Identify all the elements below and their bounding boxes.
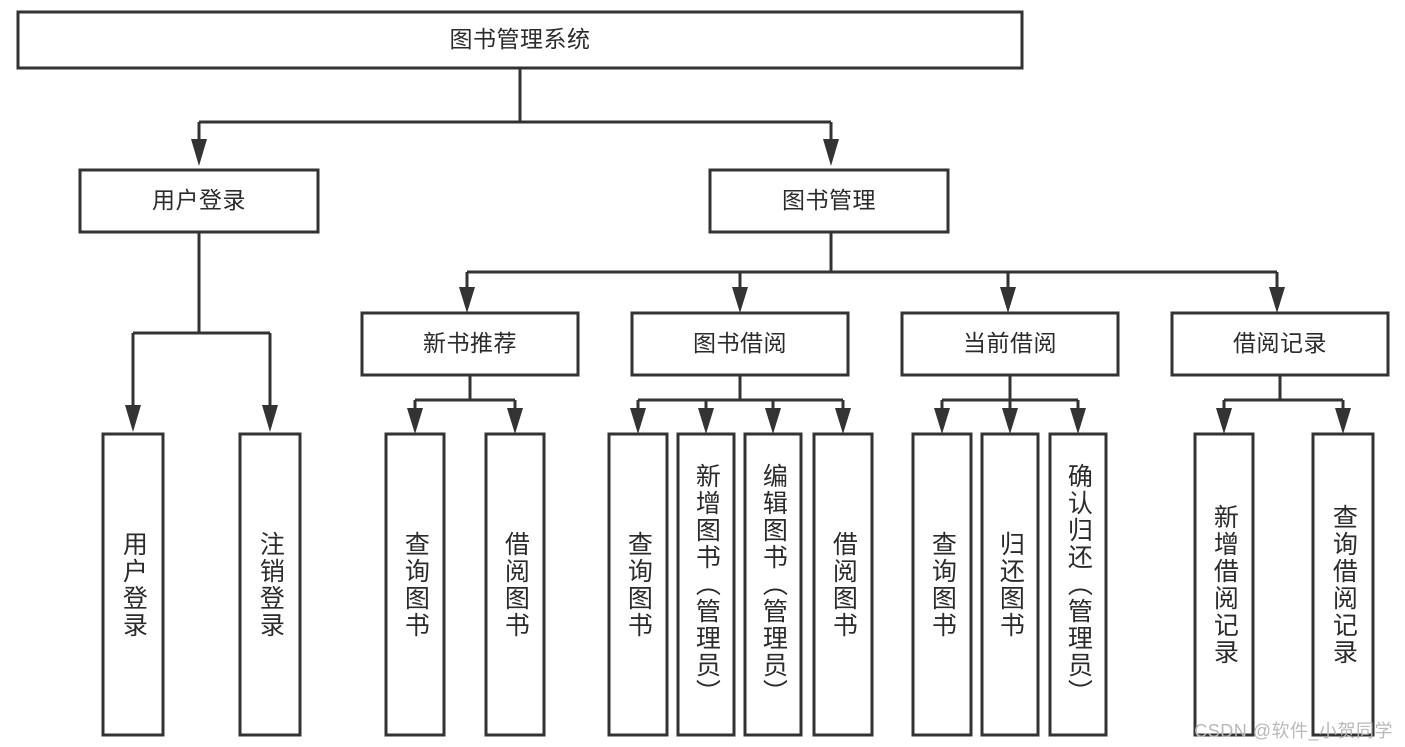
arrowhead-leaf-query-record: [1335, 408, 1351, 434]
node-box-book-borrow[interactable]: [630, 311, 850, 377]
arrowhead-leaf-return-book: [1002, 408, 1018, 434]
arrowhead-leaf-user-login: [125, 405, 141, 432]
node-box-leaf-query-book-1[interactable]: [384, 432, 446, 737]
node-box-current-borrow[interactable]: [900, 311, 1120, 377]
arrowhead-borrow-record: [1269, 287, 1285, 313]
arrowhead-leaf-add-book: [698, 408, 714, 434]
node-box-leaf-user-login[interactable]: [101, 432, 165, 737]
node-box-leaf-edit-book[interactable]: [743, 432, 803, 737]
arrowhead-leaf-logout: [262, 405, 278, 432]
edges-book-borrow-to-leaves: [630, 375, 851, 434]
edges-user-login-to-leaves: [125, 232, 278, 432]
edges-current-borrow-to-leaves: [934, 375, 1086, 434]
node-box-leaf-borrow-book-2[interactable]: [812, 432, 874, 737]
edges-borrow-record-to-leaves: [1216, 375, 1351, 434]
node-box-leaf-borrow-book-1[interactable]: [484, 432, 546, 737]
node-box-leaf-add-book[interactable]: [676, 432, 736, 737]
node-box-leaf-query-book-3[interactable]: [911, 432, 973, 737]
edges-root-to-level2: [191, 68, 839, 166]
arrowhead-new-book-recommend: [459, 287, 475, 313]
node-box-leaf-logout[interactable]: [238, 432, 302, 737]
edges-new-book-recommend-to-leaves: [407, 375, 523, 434]
node-box-new-book-recommend[interactable]: [360, 311, 580, 377]
arrowhead-leaf-confirm-return: [1070, 408, 1086, 434]
arrowhead-leaf-edit-book: [765, 408, 781, 434]
arrowhead-leaf-borrow-book-1: [507, 408, 523, 434]
node-box-root[interactable]: [16, 10, 1024, 70]
node-box-leaf-add-record[interactable]: [1193, 432, 1255, 737]
node-box-user-login[interactable]: [78, 168, 320, 234]
arrowhead-current-borrow: [1000, 287, 1016, 313]
arrowhead-leaf-add-record: [1216, 408, 1232, 434]
node-box-borrow-record[interactable]: [1170, 311, 1390, 377]
arrowhead-book-manage: [823, 139, 839, 166]
node-box-leaf-confirm-return[interactable]: [1048, 432, 1108, 737]
arrowhead-leaf-query-book-1: [407, 408, 423, 434]
node-box-leaf-query-book-2[interactable]: [607, 432, 669, 737]
arrowhead-book-borrow: [732, 287, 748, 313]
node-box-book-manage[interactable]: [708, 168, 950, 234]
node-box-leaf-return-book[interactable]: [980, 432, 1040, 737]
arrowhead-leaf-query-book-2: [630, 408, 646, 434]
edges-book-manage-to-level3: [459, 232, 1285, 313]
arrowhead-leaf-borrow-book-2: [835, 408, 851, 434]
csdn-watermark: CSDN @软件_小贺同学: [1194, 721, 1393, 741]
arrowhead-user-login: [191, 139, 207, 166]
arrowhead-leaf-query-book-3: [934, 408, 950, 434]
node-box-leaf-query-record[interactable]: [1311, 432, 1375, 737]
